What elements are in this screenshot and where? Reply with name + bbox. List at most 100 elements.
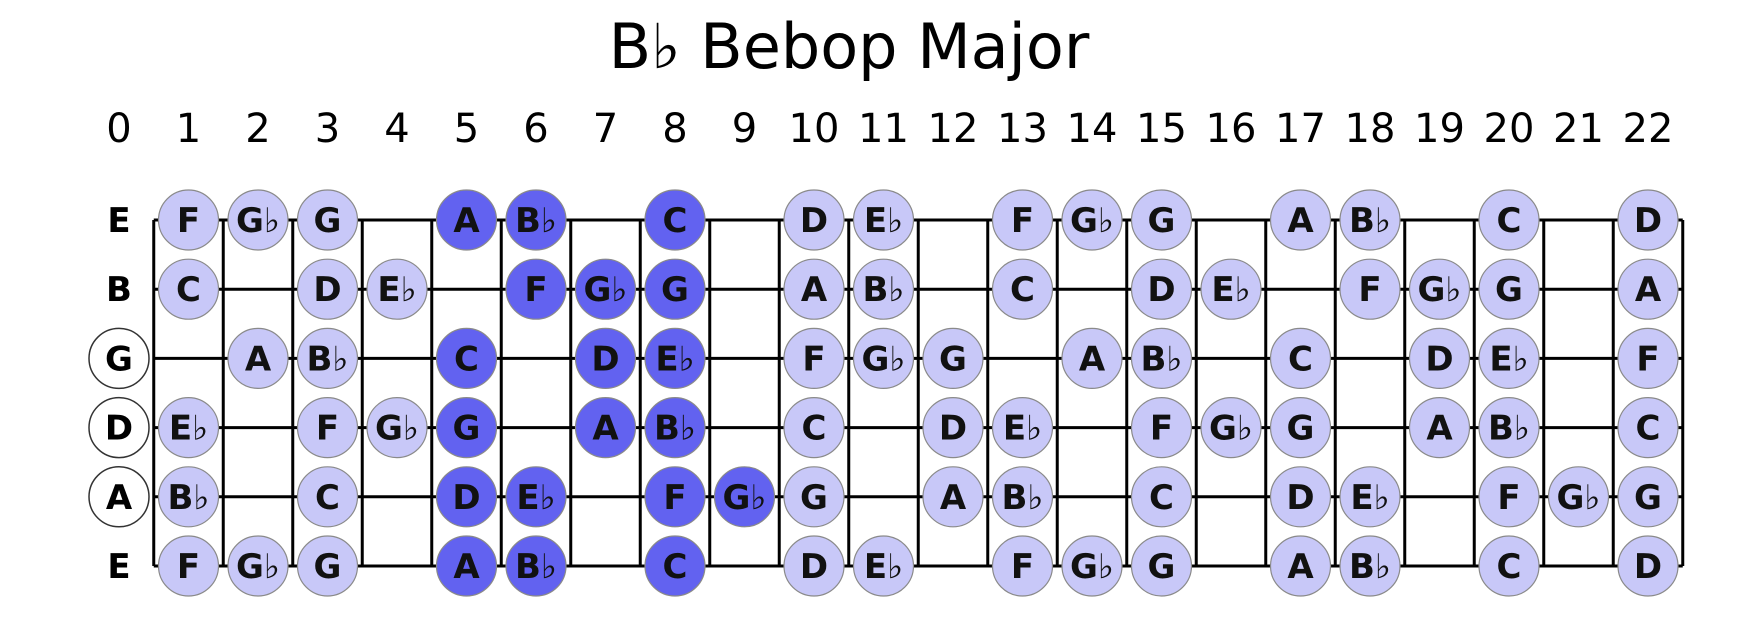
- note-circle: [1617, 535, 1679, 597]
- note-circle: [1061, 535, 1123, 597]
- note-marker: A: [783, 258, 845, 320]
- note-label: A: [592, 409, 619, 449]
- note-label: G: [314, 547, 342, 587]
- note-label: B♭: [654, 409, 696, 449]
- note-marker: G: [296, 535, 359, 597]
- note-circle: [1617, 466, 1679, 528]
- note-label: A: [453, 201, 480, 241]
- fret-number: 1: [176, 106, 201, 152]
- note-marker: B♭: [505, 189, 567, 251]
- fret-number: 19: [1414, 106, 1465, 152]
- note-marker: A: [1061, 327, 1123, 389]
- note-marker: A: [1408, 397, 1471, 459]
- note-marker: B♭: [1478, 397, 1540, 459]
- note-label: C: [176, 270, 201, 310]
- note-label: E♭: [169, 409, 208, 449]
- note-marker: A: [435, 189, 498, 251]
- note-circle-highlighted: [644, 466, 706, 528]
- note-circle: [227, 189, 289, 251]
- note-label: C: [663, 547, 688, 587]
- note-label: G♭: [1209, 409, 1253, 449]
- note-circle: [1269, 535, 1332, 597]
- note-label: B♭: [1349, 201, 1391, 241]
- note-label: C: [1497, 547, 1522, 587]
- note-marker: C: [435, 327, 498, 389]
- note-circle: [1130, 327, 1193, 389]
- note-marker: G: [922, 327, 984, 389]
- note-marker: C: [783, 397, 845, 459]
- note-circle: [1408, 397, 1471, 459]
- note-label: E♭: [1211, 270, 1250, 310]
- note-circle: [922, 327, 984, 389]
- string-label: E: [107, 547, 130, 587]
- note-marker: C: [1617, 397, 1679, 459]
- note-marker: E♭: [644, 327, 706, 389]
- note-marker: G♭: [1061, 189, 1123, 251]
- fret-number: 4: [384, 106, 409, 152]
- note-label: A: [1426, 409, 1453, 449]
- note-marker: D: [1269, 466, 1332, 528]
- note-marker: D: [922, 397, 984, 459]
- note-label: D: [313, 270, 341, 310]
- note-marker: C: [157, 258, 220, 320]
- note-circle-highlighted: [574, 397, 637, 459]
- note-marker: E♭: [1200, 258, 1262, 320]
- note-label: B♭: [515, 547, 557, 587]
- note-label: A: [245, 339, 272, 379]
- note-circle: [1061, 327, 1123, 389]
- note-marker: B♭: [1339, 189, 1401, 251]
- fret-number: 9: [732, 106, 757, 152]
- note-circle: [1408, 258, 1471, 320]
- note-circle-highlighted: [644, 258, 706, 320]
- note-circle-highlighted: [505, 466, 567, 528]
- note-circle: [991, 535, 1054, 597]
- note-label: G: [314, 201, 342, 241]
- fret-number: 14: [1067, 106, 1118, 152]
- note-marker: F: [157, 535, 220, 597]
- fret-number: 6: [523, 106, 548, 152]
- note-label: E♭: [655, 339, 694, 379]
- note-label: B♭: [863, 270, 905, 310]
- fret-number: 7: [593, 106, 618, 152]
- note-marker: F: [1130, 397, 1193, 459]
- diagram-title: B♭ Bebop Major: [609, 10, 1090, 83]
- note-label: C: [1010, 270, 1035, 310]
- note-circle-highlighted: [435, 397, 498, 459]
- note-marker: G♭: [366, 397, 428, 459]
- note-marker: D: [435, 466, 498, 528]
- open-string-b: B: [106, 270, 132, 310]
- note-marker: A: [227, 327, 289, 389]
- note-marker: D: [1408, 327, 1471, 389]
- open-string-e: E: [107, 547, 130, 587]
- note-circle-highlighted: [644, 397, 706, 459]
- note-circle: [1269, 327, 1332, 389]
- note-circle: [991, 258, 1054, 320]
- note-circle: [1200, 397, 1262, 459]
- note-circle: [1617, 189, 1679, 251]
- fret-number: 18: [1345, 106, 1396, 152]
- note-circle: [922, 397, 984, 459]
- note-marker: C: [296, 466, 359, 528]
- note-circle: [1408, 327, 1471, 389]
- note-circle: [1269, 189, 1332, 251]
- note-label: G♭: [723, 478, 767, 518]
- note-label: B♭: [1141, 339, 1183, 379]
- note-label: D: [1286, 478, 1314, 518]
- note-marker: B♭: [505, 535, 567, 597]
- note-label: G♭: [236, 201, 280, 241]
- note-label: E♭: [377, 270, 416, 310]
- note-marker: F: [991, 535, 1054, 597]
- string-label: A: [106, 478, 133, 518]
- note-circle-highlighted: [435, 189, 498, 251]
- note-label: G♭: [1070, 547, 1114, 587]
- note-label: A: [453, 547, 480, 587]
- note-marker: G♭: [1547, 466, 1610, 528]
- note-label: B♭: [168, 478, 210, 518]
- note-circle: [1478, 189, 1540, 251]
- note-label: D: [939, 409, 967, 449]
- note-marker: G: [1478, 258, 1540, 320]
- note-marker: C: [991, 258, 1054, 320]
- note-circle: [227, 535, 289, 597]
- note-circle: [296, 397, 359, 459]
- note-marker: E♭: [1478, 327, 1540, 389]
